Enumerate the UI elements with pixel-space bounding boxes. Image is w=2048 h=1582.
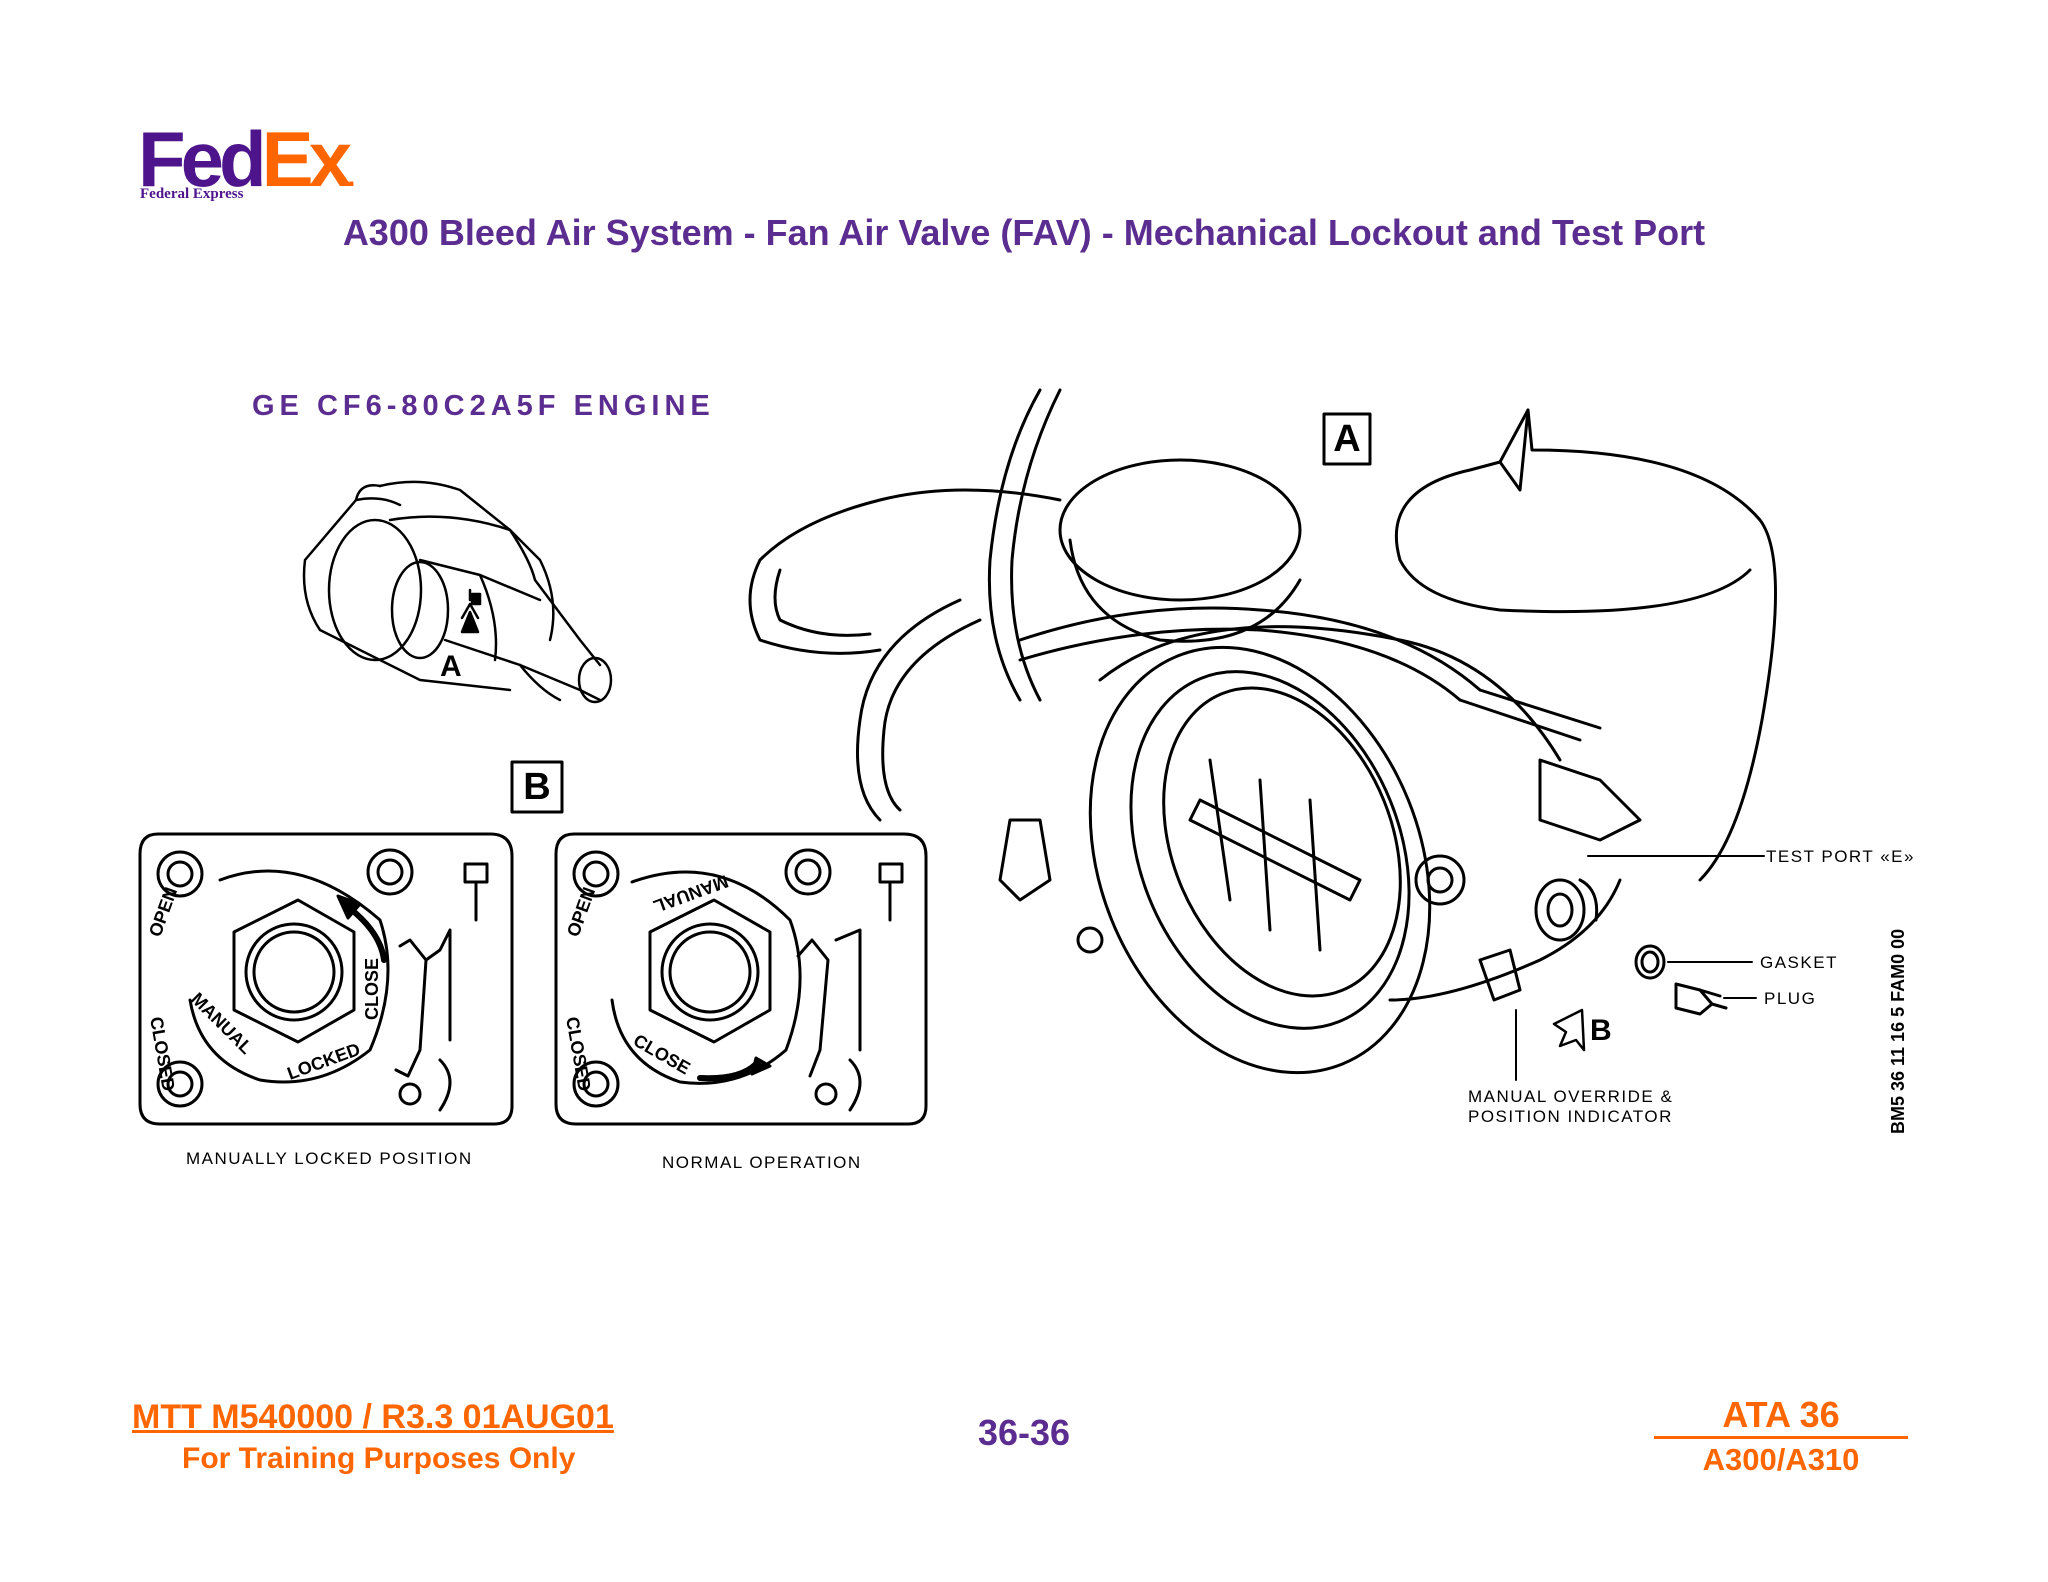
view-a-box-label: A [1333,418,1360,460]
footer-training-note: For Training Purposes Only [182,1442,576,1475]
left-open-label: OPEN [145,885,181,940]
reference-code: BM5 36 11 16 5 FAM0 00 [1888,929,1908,1134]
left-caption: MANUALLY LOCKED POSITION [186,1149,473,1168]
view-b-box-label: B [523,766,550,808]
logo-subtitle: Federal Express [140,186,244,202]
manual-override-callout-line1: MANUAL OVERRIDE & [1468,1087,1673,1106]
test-port-callout: TEST PORT «E» [1766,847,1915,866]
right-close-label: CLOSE [630,1030,694,1078]
view-b-box [510,760,564,814]
manual-override-callout-line2: POSITION INDICATOR [1468,1107,1673,1126]
engine-nacelle-sketch [302,480,613,704]
right-manual-label: MANUAL [651,871,731,916]
footer-doc-ref: MTT M540000 / R3.3 01AUG01 [132,1398,614,1436]
plug-callout: PLUG [1764,989,1816,1008]
footer-page-number: 36-36 [977,1412,1071,1453]
fan-air-valve-assembly [748,388,1778,1075]
left-indicator-plate [138,832,514,1126]
callout-leaders [1515,855,1765,1081]
engine-label: GE CF6-80C2A5F ENGINE [252,390,715,422]
logo-dot: . [347,160,356,193]
valve-arrow-label: B [1590,1014,1612,1047]
page-title: A300 Bleed Air System - Fan Air Valve (F… [342,212,1706,253]
logo-ex-text: Ex [261,115,352,203]
engine-arrow-label: A [440,650,462,683]
left-closed-label: CLOSED [146,1015,179,1092]
right-closed-label: CLOSED [562,1015,595,1092]
logo-fed-text: Fed [138,115,267,203]
footer-ata: ATA 36 [1654,1394,1908,1439]
gasket-callout: GASKET [1760,953,1838,972]
left-close-label: CLOSE [362,958,382,1020]
right-caption: NORMAL OPERATION [662,1153,862,1172]
footer-aircraft: A300/A310 [1702,1442,1860,1477]
fedex-logo: FedEx. Federal Express [138,120,378,210]
right-open-label: OPEN [563,885,599,940]
right-indicator-plate [554,832,928,1126]
valve-arrow-b [1552,1008,1586,1052]
view-a-box [1322,412,1372,466]
